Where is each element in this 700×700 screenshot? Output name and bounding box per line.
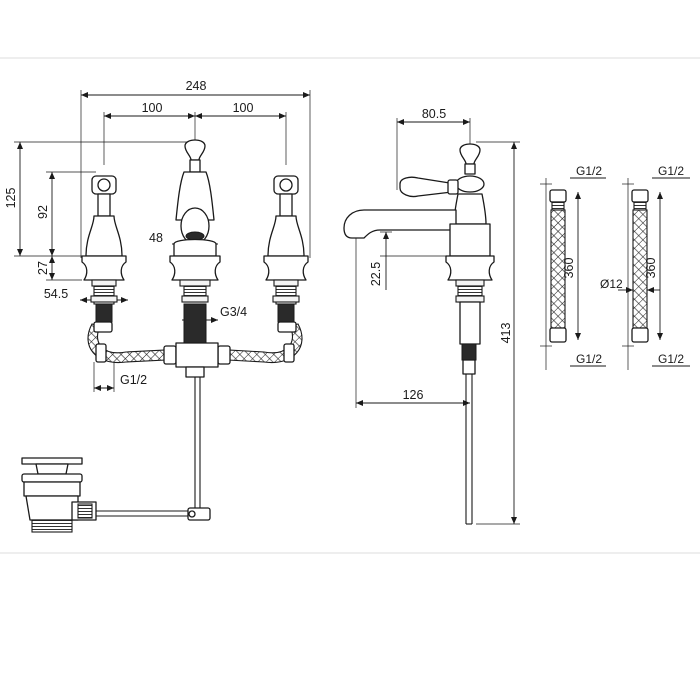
hose-left: G1/2 360 G1/2 (540, 164, 606, 370)
dim-54-5-label: 54.5 (44, 287, 68, 301)
front-view: 248 100 100 125 92 27 48 54.5 G3/4 (4, 79, 311, 533)
hose-right: G1/2 360 Ø12 G1/2 (600, 164, 690, 370)
right-tap (263, 175, 309, 323)
dim-100-right-label: 100 (233, 101, 254, 115)
left-tap (81, 175, 127, 323)
dim-27-label: 27 (36, 261, 50, 275)
dim-92-label: 92 (36, 205, 50, 219)
dim-g34-label: G3/4 (220, 305, 247, 319)
side-view: 80.5 413 22.5 126 (343, 107, 520, 525)
dim-80-5-label: 80.5 (422, 107, 446, 121)
hose-left-bottom-label: G1/2 (576, 352, 602, 366)
hose-left-length-label: 360 (562, 258, 576, 279)
side-tap (343, 143, 495, 525)
dim-248-label: 248 (186, 79, 207, 93)
hose-right-bottom-label: G1/2 (658, 352, 684, 366)
dim-126-label: 126 (403, 388, 424, 402)
hose-left-top-label: G1/2 (576, 164, 602, 178)
dim-48-label: 48 (149, 231, 163, 245)
front-hoses (87, 321, 303, 378)
centre-spout (169, 139, 221, 516)
popup-waste (21, 457, 211, 533)
hose-right-diameter-label: Ø12 (600, 277, 623, 291)
hose-right-top-label: G1/2 (658, 164, 684, 178)
hose-right-length-label: 360 (644, 258, 658, 279)
dim-125-label: 125 (4, 188, 18, 209)
dim-g12-tail-label: G1/2 (120, 373, 147, 387)
dim-22-5-label: 22.5 (369, 262, 383, 286)
dim-100-left-label: 100 (142, 101, 163, 115)
dim-413-label: 413 (499, 323, 513, 344)
